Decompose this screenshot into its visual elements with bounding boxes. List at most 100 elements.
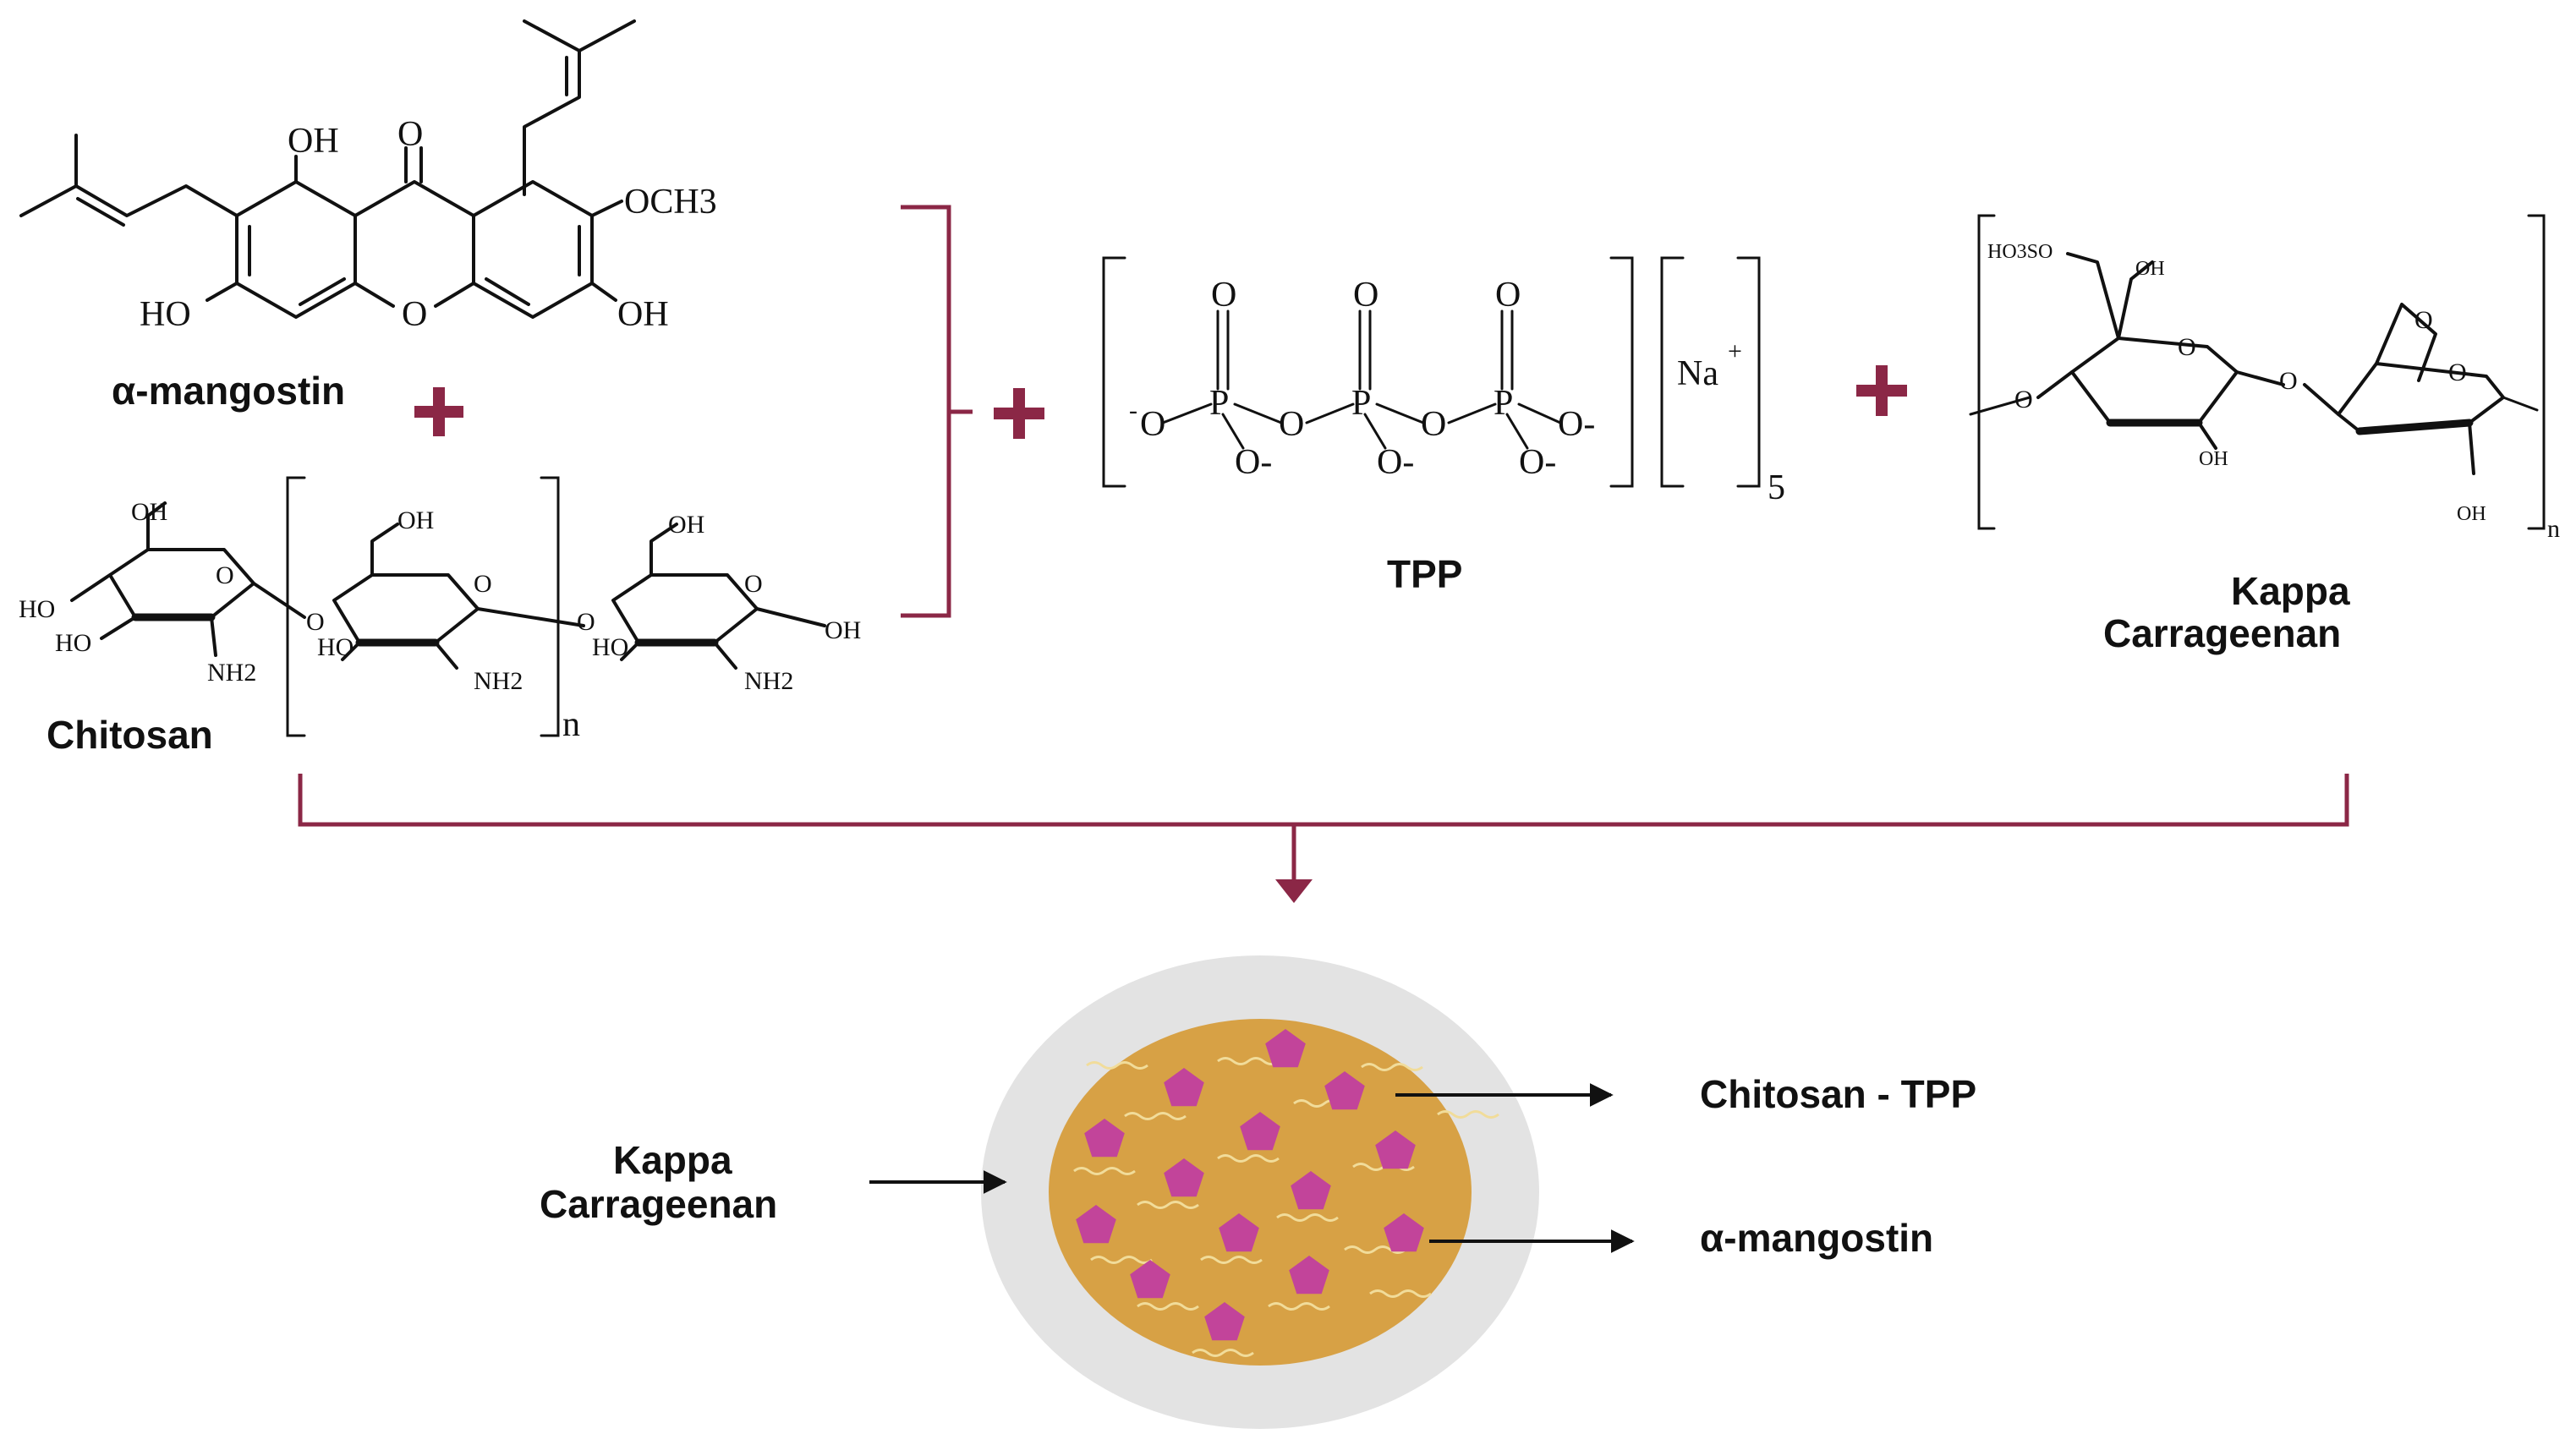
chitosan-subscript-n: n (562, 705, 580, 744)
right-prenyl-branch (523, 19, 636, 52)
polymer-chain-18 (1192, 1349, 1254, 1357)
chitosan-r1-o: O (216, 561, 234, 589)
tpp-p3-o-top: O (1495, 276, 1521, 315)
polymer-chain-16 (1268, 1302, 1330, 1311)
plus-sign-2 (994, 388, 1044, 439)
chitosan-r3-o: O (744, 570, 763, 598)
chitosan-ring-3-ho (620, 641, 640, 661)
right-prenyl-chain (523, 49, 581, 196)
polymer-chain-2 (1217, 1057, 1280, 1065)
carrageenan-bridge (2375, 303, 2437, 382)
tpp-p2-o-minus: O- (1377, 443, 1414, 482)
carrageenan-so3-bond (2066, 252, 2120, 340)
particle-label-matrix: Chitosan - TPP (1700, 1072, 1976, 1116)
carrageenan-link (2235, 370, 2285, 386)
tpp-p1-left (1161, 402, 1213, 424)
right-ring-double-b (485, 277, 530, 306)
drug-marker-7 (1164, 1158, 1204, 1197)
carrageenan-label-line1: Kappa (2231, 569, 2350, 613)
chitosan-r1-ho: HO (19, 595, 55, 623)
particle-label-drug: α-mangostin (1700, 1216, 1933, 1260)
carrageenan-link-o: O (2279, 367, 2298, 395)
tpp-p2-left (1305, 402, 1355, 424)
chitosan-ring-1-ho2 (100, 616, 137, 640)
drug-marker-4 (1084, 1119, 1125, 1158)
chitosan-r3-oh: OH (668, 511, 704, 539)
mangostin-oh-top: OH (288, 122, 339, 161)
left-prenyl-double-bond (76, 197, 125, 227)
och3-bond (590, 200, 623, 217)
chitosan-link-2 (476, 607, 585, 627)
chitosan-r1-nh2: NH2 (207, 659, 256, 687)
na-subscript: 5 (1768, 468, 1785, 507)
drug-marker-12 (1130, 1260, 1170, 1299)
chitosan-label: Chitosan (47, 713, 213, 757)
merge-arrowhead (1275, 879, 1313, 903)
chitosan-link-1 (252, 582, 306, 619)
mangostin-central-top (354, 180, 475, 217)
tpp-p3-left (1447, 402, 1497, 424)
chitosan-r1-ho2: HO (55, 629, 91, 657)
tpp-o-left: O (1140, 405, 1165, 444)
chitosan-structure: OH O HO HO NH2 O n OH O HO NH2 O OH O HO… (19, 476, 861, 757)
carrageenan-bracket-right (2527, 214, 2546, 530)
polymer-chain-17 (1369, 1289, 1432, 1298)
merge-connector (298, 774, 2349, 827)
carrageenan-subscript-n: n (2547, 515, 2560, 543)
drug-markers (1076, 1029, 1424, 1341)
chitosan-r3-nh2: NH2 (744, 667, 793, 695)
polymer-chain-3 (1361, 1063, 1423, 1071)
drug-marker-5 (1240, 1112, 1280, 1151)
chitosan-ring-1-ho (70, 573, 112, 602)
chitosan-r2-nh2: NH2 (474, 667, 523, 695)
tpp-p2-down (1363, 413, 1387, 450)
tpp-p1-o-minus: O- (1235, 443, 1272, 482)
chitosan-r2-ho: HO (317, 633, 354, 661)
tpp-p1-right (1233, 402, 1283, 424)
carrageenan-bridge-o: O (2414, 306, 2433, 334)
chitosan-ring-2-ch2oh (370, 523, 399, 577)
chitosan-r2-o: O (474, 570, 492, 598)
carrageenan-ring-1 (2070, 337, 2239, 424)
tpp-p2: P (1351, 384, 1371, 423)
carrageenan-r1-ch2oh: OH (2135, 258, 2165, 280)
drug-marker-10 (1219, 1213, 1259, 1252)
chitosan-r1-oh: OH (131, 498, 167, 526)
carrageenan-structure: n HO3SO OH O O OH O O O OH Kappa Carrage… (1969, 214, 2560, 655)
carrageenan-bracket-left (1977, 214, 1996, 530)
polymer-chain-10 (1137, 1201, 1199, 1209)
drug-marker-1 (1265, 1029, 1306, 1068)
mangostin-oh-right: OH (617, 295, 669, 334)
tpp-bridge-o2: O (1421, 405, 1446, 444)
tpp-p1-o-top: O (1211, 276, 1236, 315)
reactant-group-bracket (901, 205, 951, 618)
carrageenan-r1-oh-label: OH (2199, 448, 2228, 470)
chitosan-bracket-left (286, 476, 306, 737)
drug-marker-11 (1384, 1213, 1424, 1252)
mangostin-central-right-o (434, 282, 475, 308)
tpp-p3-down (1505, 413, 1529, 450)
chitosan-ring-3-ch2oh (649, 523, 678, 577)
carrageenan-ring-2-front (2355, 419, 2474, 435)
tpp-p2-o-top: O (1353, 276, 1378, 315)
left-prenyl-branch-a (19, 134, 78, 217)
carrageenan-r2-oh-label: OH (2457, 503, 2486, 525)
carrageenan-r2-oh (2468, 421, 2475, 475)
drug-marker-9 (1076, 1205, 1116, 1244)
plus-sign-3 (1856, 365, 1907, 416)
chitosan-r3-ho: HO (592, 633, 628, 661)
alpha-mangostin-structure: OH O OCH3 HO O OH α-mangostin (19, 19, 717, 413)
carrageenan-left-o (2036, 370, 2074, 399)
chitosan-link-o2: O (577, 608, 595, 636)
mangostin-ring-o: O (402, 295, 427, 334)
oh-right-bond (590, 282, 617, 302)
particle-label-outer-line2: Carrageenan (540, 1182, 777, 1226)
mangostin-ring-right (472, 180, 594, 319)
nanoparticle (981, 955, 1539, 1429)
left-ring-double-b (299, 277, 346, 306)
chitosan-r2-oh: OH (397, 506, 434, 534)
drug-marker-6 (1375, 1130, 1416, 1169)
tpp-structure: O P - O O- O O P O- O O P O- O- Na + 5 T… (1102, 256, 1785, 596)
